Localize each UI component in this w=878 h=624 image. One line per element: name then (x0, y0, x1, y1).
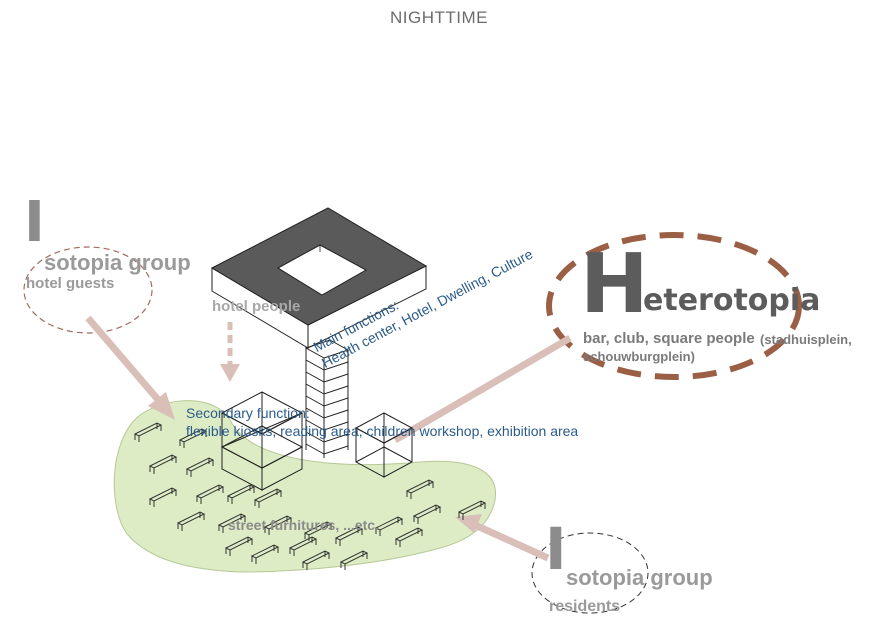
bench (217, 513, 247, 533)
isotopia-hotel-guests-dashed-ellipse (23, 246, 153, 334)
bench (301, 550, 331, 570)
arrow-residents-head (455, 514, 482, 533)
bench (288, 536, 318, 556)
arrow-hotel-guests-head (148, 392, 175, 420)
bench (253, 488, 283, 508)
bench (185, 457, 215, 477)
bench (148, 487, 178, 507)
kiosk-cube-right (354, 412, 414, 478)
bench (339, 550, 369, 570)
bench (374, 516, 404, 536)
heterotopia-initial: H (580, 237, 649, 332)
bench (263, 515, 293, 535)
bench (133, 422, 163, 442)
page-title: NIGHTTIME (390, 8, 488, 27)
green-plaza-area (113, 400, 497, 573)
arrow-heterotopia-shaft (393, 334, 572, 444)
bench (178, 428, 208, 448)
isotopia-bottom-subtitle: residents (549, 598, 621, 615)
bench (457, 500, 487, 520)
bench (224, 536, 254, 556)
isotopia-bottom-initial: I (545, 515, 567, 583)
bench-group (133, 422, 487, 570)
bench (412, 504, 442, 524)
stair-tower (304, 339, 350, 458)
bench (405, 479, 435, 499)
bench (250, 544, 280, 564)
secondary-function-line-1: Secondary function: (186, 405, 310, 421)
heterotopia-subtitle-main: bar, club, square people (583, 330, 755, 347)
arrow-hotel-guests-shaft (85, 315, 163, 405)
secondary-function-text: Secondary function: flexible kiosks, rea… (186, 404, 578, 440)
hotel-people-label: hotel people (212, 298, 301, 315)
isotopia-top-label: sotopia group (44, 250, 191, 275)
secondary-function-line-2: flexible kiosks, reading area, children … (186, 423, 579, 439)
kiosk-cube-left (220, 391, 304, 491)
isotopia-residents-dashed-ellipse (531, 532, 649, 614)
isotopia-top-initial: I (24, 190, 45, 255)
heterotopia-label: eterotopia (643, 283, 821, 318)
bench (394, 527, 424, 547)
bench (148, 454, 178, 474)
street-furniture-label: street furnitures, ...etc. (228, 517, 379, 533)
bench (334, 526, 364, 546)
heterotopia-subtitle-paren-2: schouwburgplein) (583, 349, 695, 364)
bench (226, 484, 256, 504)
bench (176, 511, 206, 531)
heterotopia-subtitle-paren-1: (stadhuisplein, (760, 332, 852, 347)
arrows (85, 315, 572, 562)
isotopia-top-subtitle: hotel guests (26, 275, 115, 292)
arrow-hotel-people-head (220, 364, 240, 382)
isotopia-bottom-label: sotopia group (566, 565, 713, 590)
main-building (210, 207, 428, 349)
building-courtyard (277, 244, 368, 296)
heterotopia-dashed-ellipse (546, 232, 802, 380)
bench (195, 484, 225, 504)
arrow-residents-shaft (473, 521, 550, 562)
